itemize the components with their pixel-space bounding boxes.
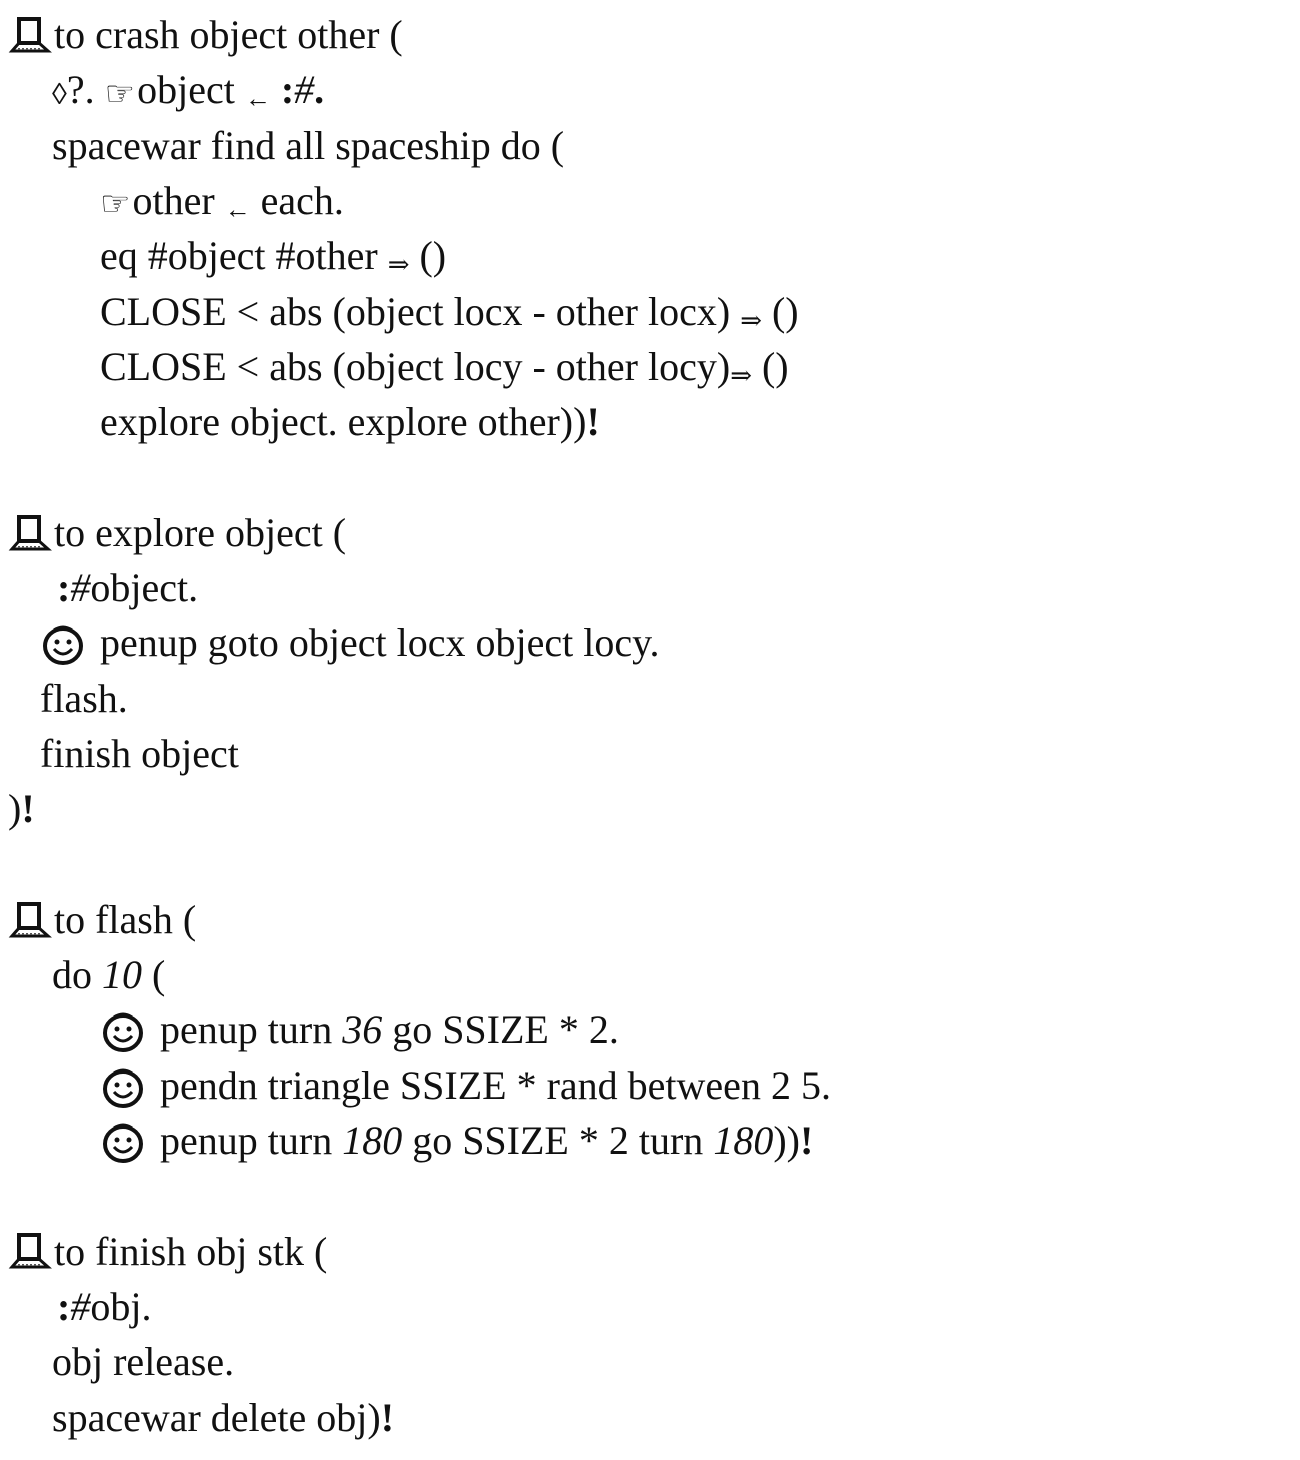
code-token: . <box>314 67 325 113</box>
code-token: to crash object other ( <box>54 12 403 57</box>
code-token: spacewar find all spaceship do ( <box>52 122 565 168</box>
code-token: 180 <box>342 1118 403 1163</box>
turtle-face-icon <box>100 1119 146 1165</box>
eye-icon: ◊ <box>52 77 67 111</box>
code-token: )) <box>773 1118 800 1163</box>
define-icon <box>8 898 52 942</box>
code-token: obj. <box>90 1283 152 1329</box>
code-token: ← <box>224 194 251 224</box>
code-token: go SSIZE * 2 turn <box>402 1118 714 1163</box>
code-token: ← <box>244 84 271 114</box>
code-line: finish object <box>40 726 239 781</box>
code-line: eq #object #other ⇒ () <box>100 228 446 283</box>
code-token: # <box>70 565 91 610</box>
code-line: CLOSE < abs (object locx - other locx) ⇒… <box>100 284 799 339</box>
code-token: spacewar delete obj) <box>52 1394 381 1440</box>
code-line: spacewar delete obj)! <box>52 1390 394 1445</box>
code-line: do 10 ( <box>52 947 165 1002</box>
code-line: pendn triangle SSIZE * rand between 2 5. <box>100 1058 831 1113</box>
code-token: ! <box>21 786 35 832</box>
code-token: other <box>132 177 225 223</box>
code-token: finish object <box>40 730 239 776</box>
code-line: penup goto object locx object locy. <box>40 615 659 670</box>
code-token: ! <box>586 399 600 445</box>
code-token: 36 <box>342 1007 383 1053</box>
code-token: pendn triangle SSIZE * rand between 2 5. <box>160 1062 831 1108</box>
code-token: explore object. explore other)) <box>100 399 587 445</box>
code-line: ◊?. ☞object ← :#. <box>52 62 324 117</box>
define-icon <box>8 511 52 555</box>
code-token: ! <box>799 1118 814 1163</box>
code-token: to flash ( <box>54 896 197 942</box>
code-token: eq #object #other <box>100 233 388 279</box>
code-line: to crash object other ( <box>8 7 403 62</box>
code-line: penup turn 36 go SSIZE * 2. <box>100 1002 619 1057</box>
code-token: () <box>409 233 447 279</box>
code-token: # <box>294 67 315 113</box>
code-token: 180 <box>713 1118 774 1163</box>
code-line: ☞other ← each. <box>100 173 344 228</box>
define-icon <box>8 1229 52 1273</box>
code-token: ) <box>8 786 22 832</box>
code-token: penup turn <box>160 1118 343 1163</box>
code-token: to explore object ( <box>54 509 347 555</box>
code-token: ⇒ <box>740 305 762 335</box>
code-token: : <box>57 1283 71 1329</box>
code-line: penup turn 180 go SSIZE * 2 turn 180))! <box>100 1113 813 1168</box>
code-token: () <box>761 288 799 334</box>
pointing-hand-icon: ☞ <box>104 75 136 113</box>
code-token: do <box>52 952 102 998</box>
code-token: penup goto object locx object locy. <box>100 620 660 666</box>
code-token: flash. <box>40 675 128 721</box>
code-line: :#obj. <box>57 1279 151 1334</box>
code-line: to finish obj stk ( <box>8 1224 327 1279</box>
code-line: :#object. <box>57 560 198 615</box>
code-line: )! <box>8 781 35 836</box>
code-token: () <box>751 343 789 389</box>
code-line: to explore object ( <box>8 505 346 560</box>
code-token: ⇒ <box>730 360 752 390</box>
code-token: ! <box>380 1394 395 1440</box>
code-line: flash. <box>40 671 128 726</box>
code-token: CLOSE < abs (object locx - other locx) <box>100 288 741 334</box>
code-token: ( <box>142 952 166 998</box>
code-token: obj release. <box>52 1339 235 1385</box>
code-token: 10 <box>102 952 142 998</box>
turtle-face-icon <box>100 1064 146 1110</box>
code-line: CLOSE < abs (object locy - other locy)⇒ … <box>100 339 789 394</box>
code-line: explore object. explore other))! <box>100 394 600 449</box>
code-token: go SSIZE * 2. <box>382 1007 619 1053</box>
code-token: to finish obj stk ( <box>54 1228 328 1274</box>
code-token: each. <box>250 177 344 223</box>
code-line: spacewar find all spaceship do ( <box>52 118 564 173</box>
code-token: object. <box>90 565 199 610</box>
code-token: : <box>270 67 295 113</box>
pointing-hand-icon: ☞ <box>100 186 131 224</box>
code-token: object <box>137 67 245 113</box>
code-line: to flash ( <box>8 892 196 947</box>
code-token: ?. <box>66 67 105 113</box>
turtle-face-icon <box>100 1008 146 1054</box>
code-token: # <box>70 1283 91 1329</box>
define-icon <box>8 13 52 57</box>
code-line: obj release. <box>52 1334 234 1389</box>
code-token: : <box>57 565 71 610</box>
code-token: CLOSE < abs (object locy - other locy) <box>100 343 731 389</box>
turtle-face-icon <box>40 621 86 667</box>
code-token: ⇒ <box>387 250 410 280</box>
code-token: penup turn <box>160 1007 343 1053</box>
